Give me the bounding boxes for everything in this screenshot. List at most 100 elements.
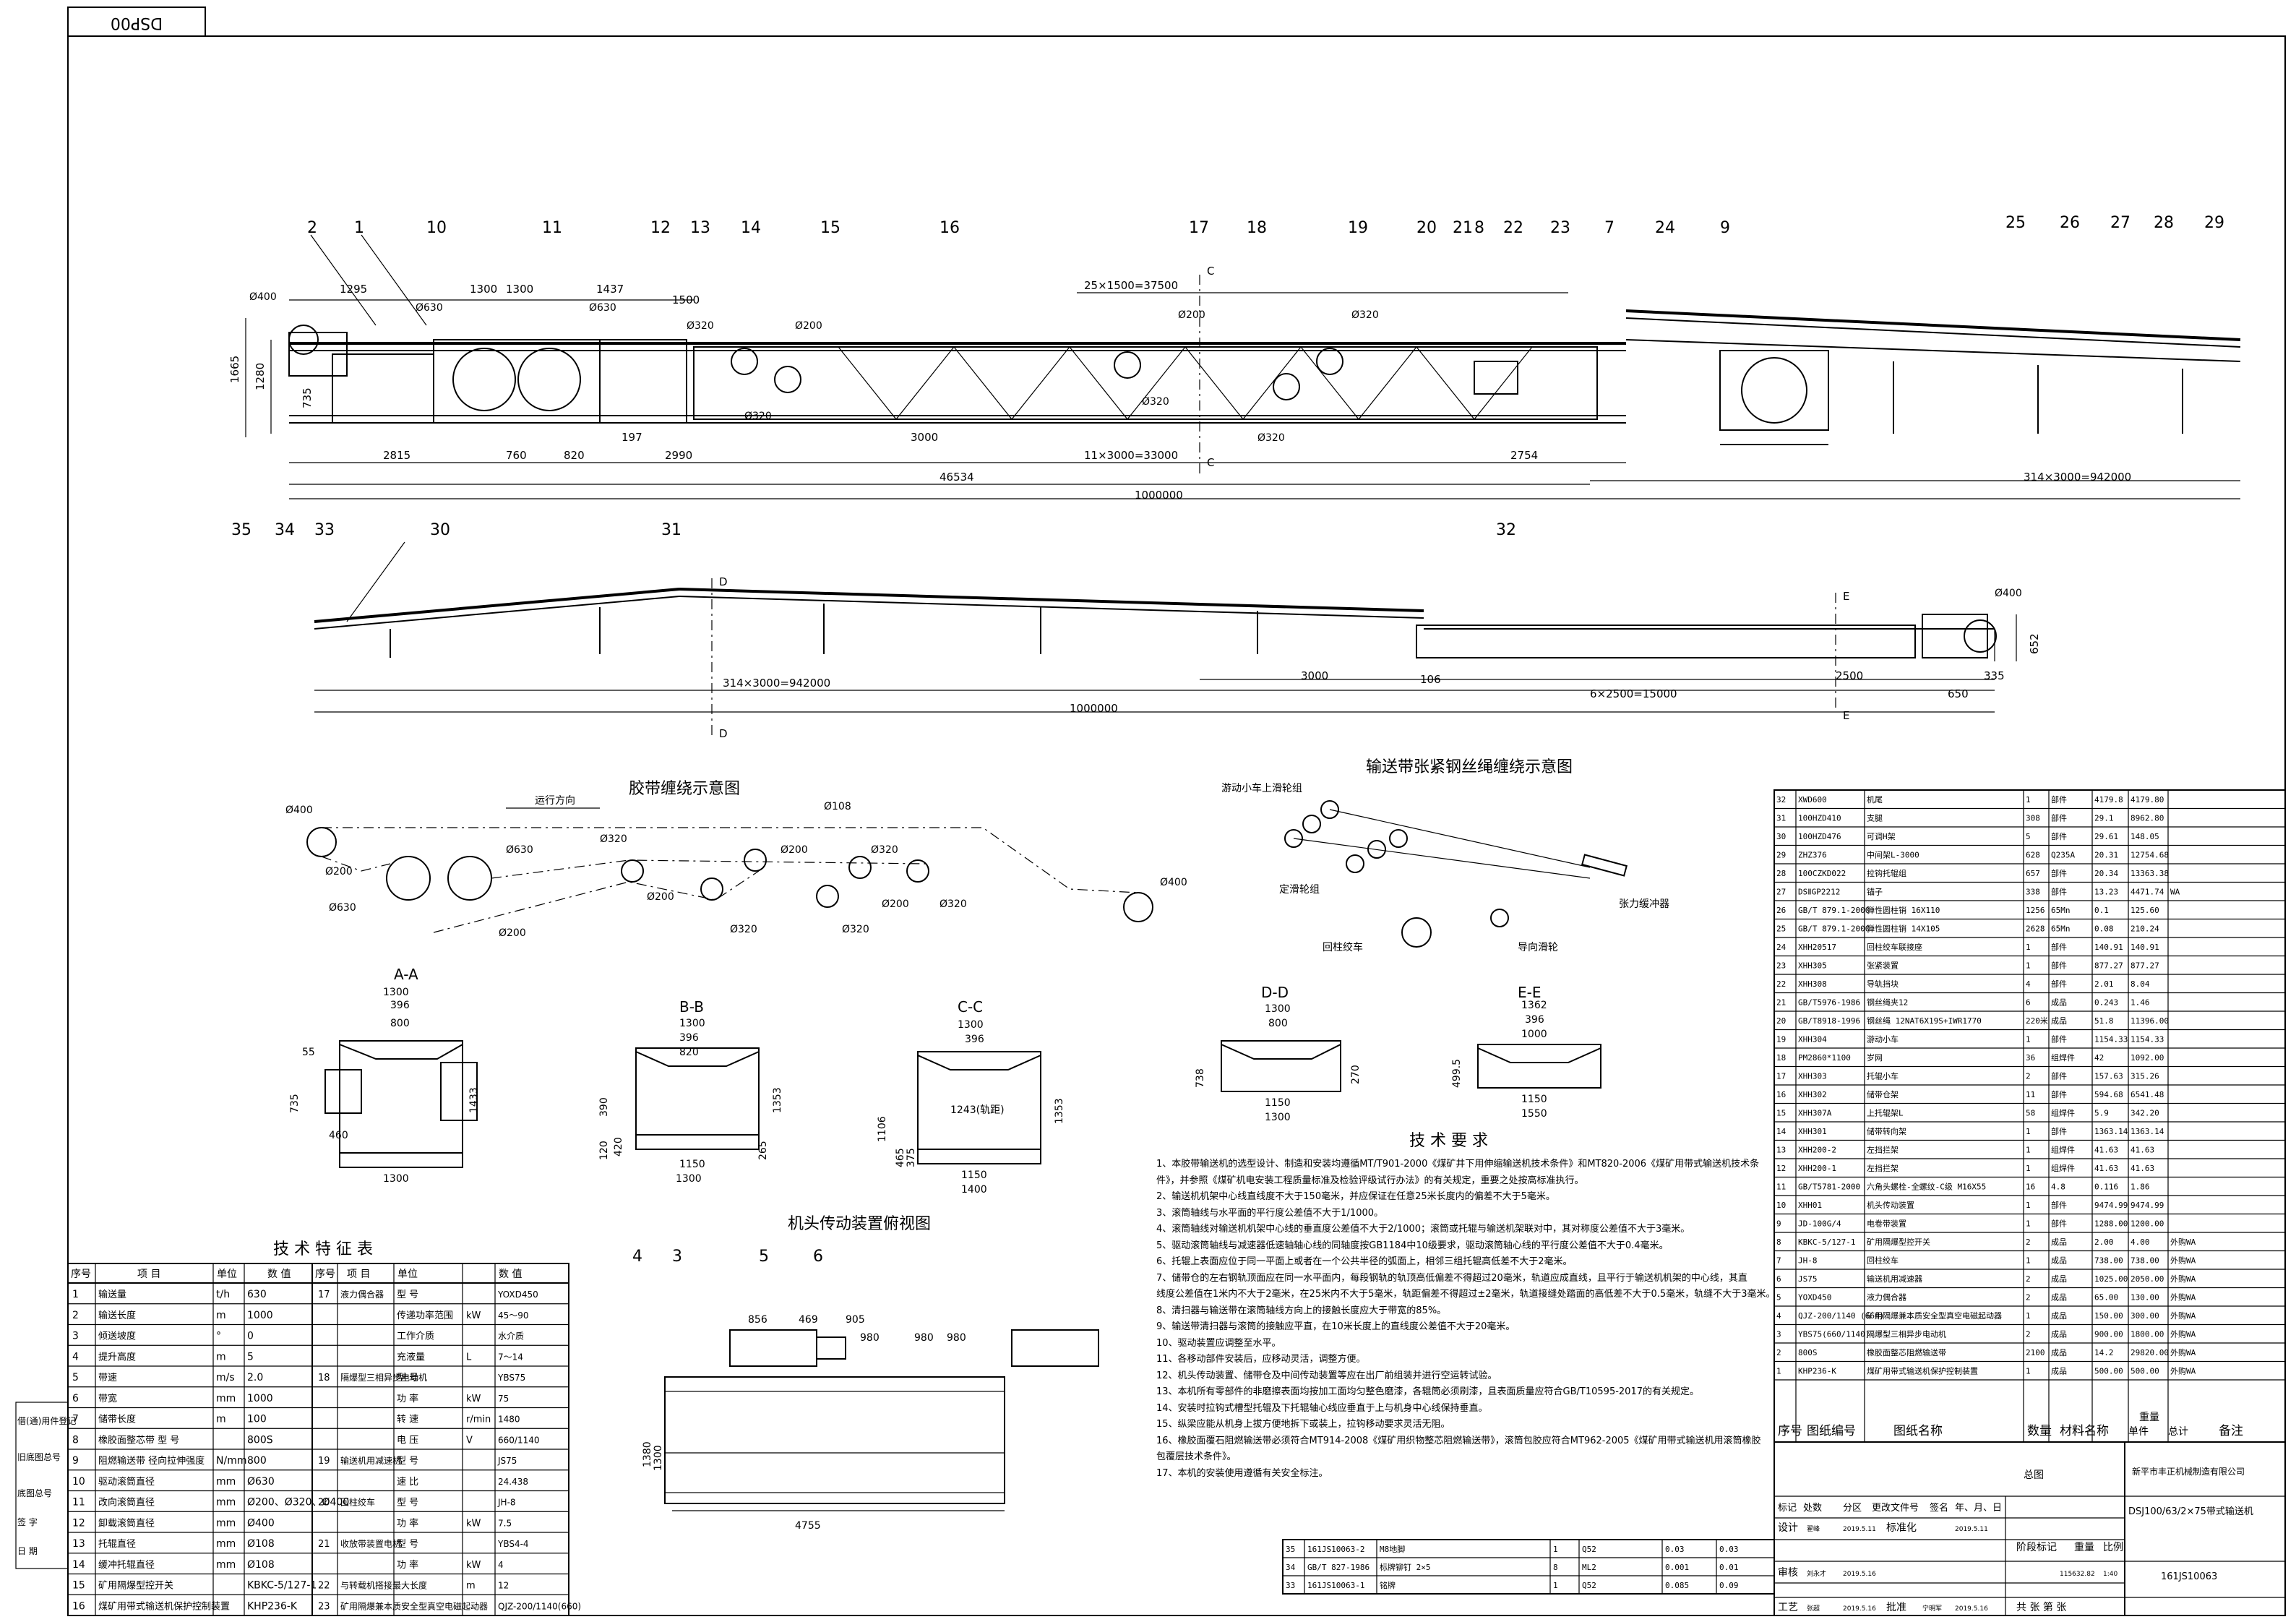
- svg-text:820: 820: [679, 1047, 699, 1058]
- spec-right-cell: 22: [318, 1581, 330, 1592]
- svg-text:1353: 1353: [772, 1087, 783, 1113]
- spec-right-cell: 17: [318, 1290, 330, 1300]
- bom-cell: 900.00: [2094, 1330, 2123, 1339]
- bom-cell: 9: [1776, 1219, 1781, 1229]
- spec-left-cell: Ø630: [247, 1476, 275, 1488]
- bom-cell: 41.63: [2131, 1164, 2154, 1173]
- svg-text:Ø320: Ø320: [940, 898, 967, 910]
- bom-cell: 1200.00: [2131, 1219, 2164, 1229]
- bom-cell: 800S: [1798, 1348, 1818, 1357]
- bom-cell: ZHZ376: [1798, 851, 1827, 860]
- svg-text:16: 16: [940, 219, 960, 237]
- section-bb: [635, 1047, 760, 1150]
- bom-cell: 0.08: [2094, 924, 2114, 934]
- svg-text:265: 265: [757, 1141, 769, 1160]
- bom-cell: 外购WA: [2170, 1292, 2196, 1303]
- svg-text:390: 390: [598, 1097, 610, 1117]
- bom-cell: 16: [1776, 1090, 1786, 1099]
- bom-cell: 六角头螺栓-全螺纹-C级 M16X55: [1867, 1182, 1986, 1192]
- svg-text:11×3000=33000: 11×3000=33000: [1084, 449, 1178, 462]
- spec-right-cell: YBS75: [497, 1373, 525, 1383]
- svg-text:335: 335: [1984, 669, 2005, 682]
- spec-table-title: 技 术 特 征 表: [273, 1240, 373, 1258]
- svg-text:机头传动装置俯视图: 机头传动装置俯视图: [788, 1215, 931, 1233]
- spec-left-cell: 带宽: [98, 1393, 117, 1404]
- spec-left-cell: m: [216, 1414, 226, 1425]
- bom-cell: 成品: [2051, 1311, 2067, 1321]
- svg-text:宁明军: 宁明军: [1922, 1604, 1942, 1613]
- bom-cell: 部件: [2051, 813, 2067, 823]
- bom-cell: 18: [1776, 1053, 1786, 1063]
- bom-cell: 157.63: [2094, 1072, 2123, 1081]
- bom-small-cell: 1: [1553, 1581, 1558, 1590]
- spec-left-cell: 输送量: [98, 1289, 126, 1300]
- spec-left-cell: 橡胶面整芯带 型 号: [98, 1434, 179, 1446]
- tech-note-line: 2、输送机机架中心线直线度不大于150毫米，并应保证在任意25米长度内的偏差不大…: [1156, 1191, 1555, 1202]
- svg-text:6×2500=15000: 6×2500=15000: [1590, 687, 1677, 700]
- bom-cell: 锚子: [1867, 887, 1883, 897]
- spec-right-cell: 660/1140: [498, 1435, 540, 1445]
- spec-right-cell: 24.438: [498, 1477, 528, 1487]
- spec-left-cell: 16: [72, 1600, 85, 1612]
- bom-cell: 8962.80: [2131, 814, 2164, 823]
- top-elevation-view: [245, 234, 2241, 499]
- bom-cell: 成品: [2051, 998, 2067, 1008]
- spec-right-cell: 水介质: [498, 1331, 524, 1342]
- spec-right-cell: 功 率: [397, 1517, 418, 1529]
- svg-text:C-C: C-C: [958, 998, 983, 1016]
- bom-cell: 钢丝绳 12NAT6X19S+IWR1770: [1867, 1016, 1982, 1026]
- bom-cell: 51.8: [2094, 1016, 2114, 1026]
- middle-elevation-view: [314, 541, 2017, 737]
- svg-text:1106: 1106: [877, 1116, 888, 1142]
- bom-cell: XHH20517: [1798, 943, 1836, 952]
- bom-cell: GB/T5976-1986: [1798, 998, 1860, 1008]
- svg-text:1243(轨距): 1243(轨距): [950, 1104, 1005, 1116]
- svg-text:Ø400: Ø400: [249, 291, 277, 303]
- spec-right-cell: 19: [318, 1456, 330, 1467]
- spec-right-cell: 输送机用减速机: [340, 1455, 401, 1466]
- bom-cell: XHH200-2: [1798, 1146, 1836, 1155]
- svg-text:22: 22: [1503, 219, 1523, 237]
- svg-text:760: 760: [506, 449, 527, 462]
- spec-left-cell: m: [216, 1351, 226, 1363]
- svg-text:张超: 张超: [1807, 1604, 1820, 1613]
- svg-text:980: 980: [914, 1332, 934, 1344]
- top-dimension-texts: 1295 1300 1300 1437 1500 25×1500=37500 1…: [228, 265, 2131, 502]
- spec-left-cell: 驱动滚筒直径: [98, 1476, 155, 1488]
- section-aa: [324, 1040, 478, 1168]
- bom-cell: 130.00: [2131, 1293, 2159, 1303]
- svg-text:翟峰: 翟峰: [1807, 1525, 1820, 1533]
- svg-text:工艺: 工艺: [1778, 1602, 1798, 1613]
- spec-left-cell: 11: [72, 1497, 85, 1509]
- tech-note-line: 17、本机的安装使用遵循有关安全标注。: [1156, 1467, 1328, 1479]
- bom-cell: 弹性圆柱销 14X105: [1867, 924, 1940, 934]
- bom-cell: 4.8: [2051, 1183, 2065, 1192]
- bom-cell: WA: [2170, 888, 2180, 897]
- spec-right-cell: kW: [466, 1560, 481, 1571]
- bom-cell: 14: [1776, 1127, 1787, 1136]
- svg-text:27: 27: [2110, 214, 2131, 232]
- bom-cell: 877.27: [2094, 961, 2123, 971]
- svg-text:签 字: 签 字: [17, 1516, 38, 1527]
- bom-cell: 矿用隔爆型控开关: [1867, 1237, 1930, 1247]
- spec-left-cell: 5: [72, 1372, 79, 1383]
- svg-text:26: 26: [2060, 214, 2080, 232]
- svg-text:820: 820: [564, 449, 585, 462]
- svg-text:导向滑轮: 导向滑轮: [1518, 941, 1558, 953]
- svg-text:借(通)用件登记: 借(通)用件登记: [17, 1415, 76, 1426]
- svg-text:1150: 1150: [961, 1170, 987, 1181]
- bom-cell: 4179.80: [2131, 795, 2164, 804]
- bom-cell: 13: [1776, 1146, 1786, 1155]
- spec-left-cell: Ø200、Ø320、Ø400: [247, 1497, 349, 1509]
- bom-small-cell: 0.085: [1665, 1581, 1689, 1590]
- bom-cell: KHP236-K: [1798, 1367, 1836, 1376]
- svg-text:197: 197: [622, 431, 642, 444]
- bom-cell: 29.61: [2094, 832, 2118, 841]
- spec-right-cell: 4: [498, 1560, 504, 1570]
- spec-right-cell: kW: [466, 1518, 481, 1529]
- svg-text:35: 35: [231, 521, 251, 539]
- spec-right-cell: 矿用隔爆兼本质安全型真空电磁起动器: [340, 1600, 488, 1611]
- spec-left-cell: 7: [72, 1414, 79, 1425]
- bom-cell: 0.243: [2094, 998, 2118, 1008]
- bom-cell: 输送机用减速器: [1867, 1274, 1922, 1284]
